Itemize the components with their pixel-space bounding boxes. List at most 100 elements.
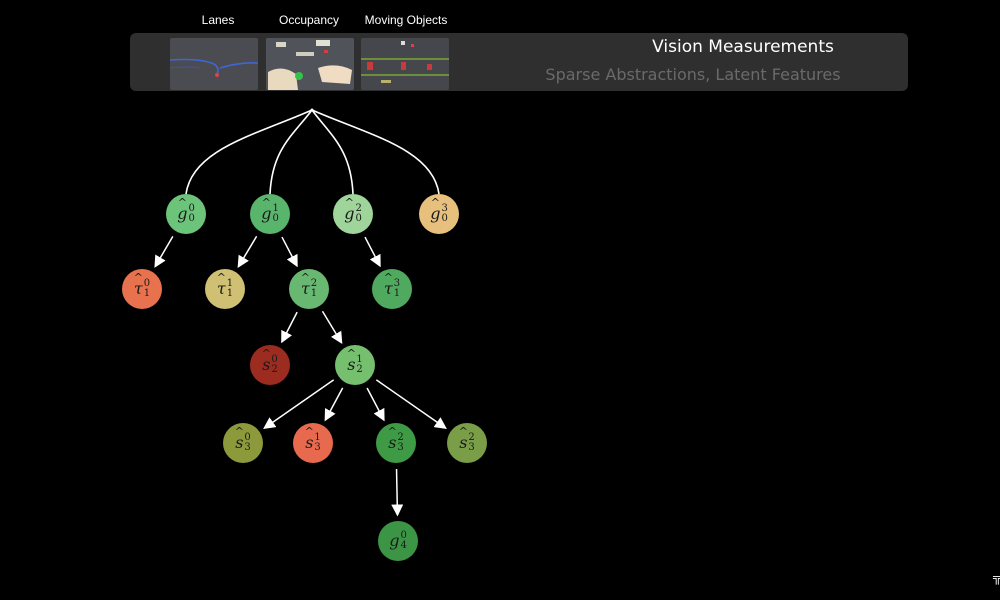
- node-symbol: τ^: [216, 271, 226, 298]
- lanes-thumbnail: [170, 38, 258, 90]
- edge-root-g0-2: [311, 109, 354, 195]
- hat-accent: ^: [304, 425, 314, 438]
- node-symbol: s^: [458, 425, 468, 452]
- hat-accent: ^: [300, 271, 310, 284]
- edge-root-g0-1: [269, 109, 313, 195]
- hat-accent: ^: [383, 271, 393, 284]
- edge-s2-1-s3-2: [366, 387, 385, 422]
- node-subscript: 0: [272, 213, 279, 224]
- node-subscript: 3: [397, 442, 404, 453]
- hat-accent: ^: [177, 196, 187, 209]
- node-symbol: g: [389, 531, 400, 550]
- banner-subtitle: Sparse Abstractions, Latent Features: [545, 65, 841, 84]
- hat-accent: ^: [387, 425, 397, 438]
- moving-objects-label: Moving Objects: [364, 13, 448, 27]
- node-symbol: τ^: [383, 271, 393, 298]
- edge-g0-2-t1-3: [364, 236, 381, 268]
- node-symbol: s^: [261, 347, 271, 374]
- node-superscript: 3: [393, 278, 401, 289]
- edge-root-g0-0: [185, 109, 313, 195]
- node-superscript: 1: [226, 278, 234, 289]
- occupancy-label: Occupancy: [278, 13, 340, 27]
- node-symbol: τ^: [300, 271, 310, 298]
- node-superscript: 1: [356, 354, 363, 365]
- root-junction: [310, 108, 314, 112]
- hat-accent: ^: [216, 271, 226, 284]
- node-superscript: 1: [314, 432, 321, 443]
- node-superscript: 3: [441, 203, 448, 214]
- node-symbol: s^: [387, 425, 397, 452]
- node-subscript: 3: [468, 442, 475, 453]
- node-superscript: 2: [468, 432, 475, 443]
- edge-root-g0-3: [311, 109, 440, 195]
- node-subscript: 0: [188, 213, 195, 224]
- node-subscript: 3: [244, 442, 251, 453]
- hat-accent: ^: [133, 271, 143, 284]
- hat-accent: ^: [344, 196, 354, 209]
- node-subscript: 0: [355, 213, 362, 224]
- edge-t1-2-s2-1: [321, 310, 343, 345]
- node-superscript: 0: [188, 203, 195, 214]
- node-subscript: 0: [441, 213, 448, 224]
- lanes-label: Lanes: [201, 13, 235, 27]
- node-subscript: 1: [393, 288, 401, 299]
- node-subscript: 1: [310, 288, 318, 299]
- node-superscript: 2: [310, 278, 318, 289]
- node-symbol: g^: [430, 196, 441, 223]
- node-superscript: 2: [355, 203, 362, 214]
- node-superscript: 0: [271, 354, 278, 365]
- hat-accent: ^: [234, 425, 244, 438]
- node-symbol: τ^: [133, 271, 143, 298]
- hat-accent: ^: [261, 196, 271, 209]
- hat-accent: ^: [458, 425, 468, 438]
- node-symbol: s^: [234, 425, 244, 452]
- node-superscript: 0: [400, 530, 407, 541]
- node-symbol: g^: [344, 196, 355, 223]
- node-superscript: 2: [397, 432, 404, 443]
- edge-g0-1-t1-2: [281, 236, 298, 268]
- hat-accent: ^: [430, 196, 440, 209]
- node-symbol: g^: [261, 196, 272, 223]
- edge-s2-1-s3-1: [324, 387, 344, 422]
- edge-g0-1-t1-1: [237, 235, 258, 268]
- hat-accent: ^: [346, 347, 356, 360]
- node-subscript: 1: [143, 288, 151, 299]
- moving-objects-thumbnail: [361, 38, 449, 90]
- node-symbol: s^: [304, 425, 314, 452]
- hat-accent: ^: [261, 347, 271, 360]
- edge-g0-0-t1-0: [154, 236, 174, 268]
- node-superscript: 0: [244, 432, 251, 443]
- edge-t1-2-s2-0: [281, 311, 298, 344]
- edge-s2-1-s3-2b: [375, 379, 447, 429]
